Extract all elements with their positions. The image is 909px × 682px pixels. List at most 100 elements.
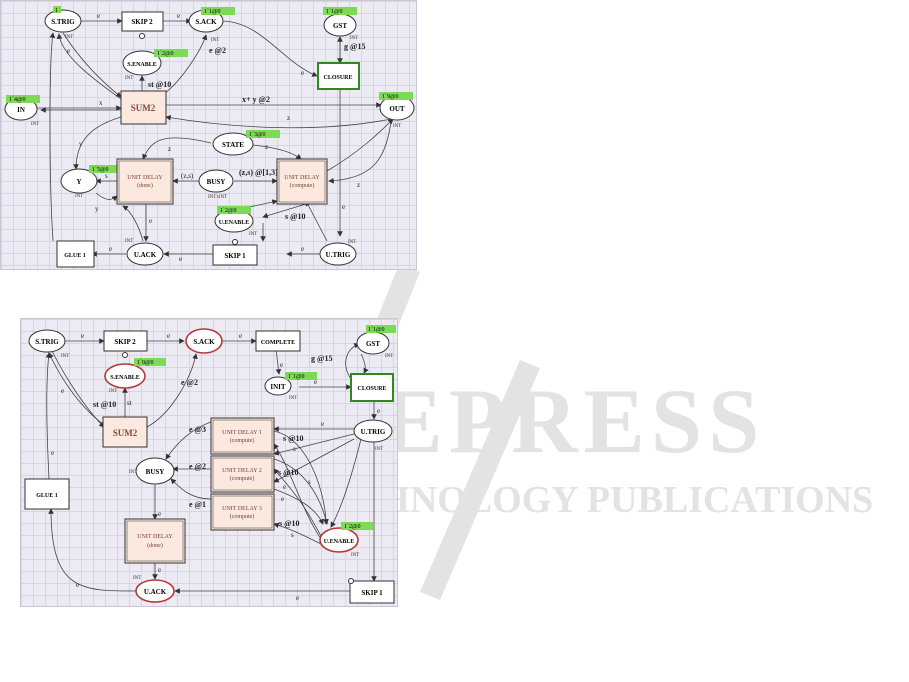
place-strig[interactable]: S.TRIG [44, 9, 82, 33]
place-gst[interactable]: GST [323, 13, 357, 37]
svg-text:S.ENABLE: S.ENABLE [110, 375, 140, 381]
place-uenable[interactable]: U.ENABLE [214, 209, 254, 233]
place-senable[interactable]: S.ENABLE [122, 50, 162, 76]
place-sack[interactable]: S.ACK [185, 328, 223, 354]
subst-transitions: UNIT DELAY (done) UNIT DELAY (compute) [116, 158, 328, 205]
subst-unit-delay-3[interactable]: UNIT DELAY 3 (compute) [210, 493, 275, 531]
svg-text:U.ACK: U.ACK [134, 251, 157, 259]
svg-text:INT: INT [31, 122, 39, 127]
transition-glue1[interactable]: GLUE 1 [24, 478, 70, 510]
marking-init: 1`1@0 [285, 372, 317, 380]
arc-label-e: e [97, 12, 100, 20]
subst-unit-delay-compute[interactable]: UNIT DELAY (compute) [276, 158, 328, 205]
transition-skip2[interactable]: SKIP 2 [103, 330, 148, 352]
svg-text:1`4@0: 1`4@0 [9, 97, 26, 103]
cpn-diagram-top: e e e e e @2 st @10 g @15 x+ y @2 x z v … [0, 0, 417, 270]
svg-text:SUM2: SUM2 [113, 428, 138, 438]
arc-label-s10: s @10 [279, 519, 300, 528]
subst-unit-delay-done[interactable]: UNIT DELAY (done) [124, 518, 186, 564]
svg-text:INT: INT [133, 576, 141, 581]
svg-text:INT: INT [351, 553, 359, 558]
arc-label-e: e [76, 581, 79, 589]
place-uack[interactable]: U.ACK [135, 579, 175, 603]
arc-label-st10: st @10 [148, 80, 171, 89]
svg-text:SKIP 1: SKIP 1 [224, 252, 246, 260]
svg-text:1`2@0: 1`2@0 [220, 208, 237, 214]
place-uack[interactable]: U.ACK [126, 242, 164, 266]
place-busy[interactable]: BUSY [135, 457, 175, 485]
svg-text:UNIT DELAY: UNIT DELAY [137, 534, 173, 540]
svg-text:(compute): (compute) [230, 437, 255, 444]
svg-text:1: 1 [55, 8, 58, 14]
arc-label-v: v [79, 140, 83, 148]
svg-text:SUM2: SUM2 [131, 103, 156, 113]
marking-senable: 1`0@0 [134, 358, 166, 366]
place-state[interactable]: STATE [212, 132, 254, 156]
marking-strig: 1 [53, 6, 61, 14]
arc-label-e: e [67, 47, 70, 55]
subst-transitions: UNIT DELAY 1 (compute) UNIT DELAY 2 (com… [124, 417, 275, 564]
transition-skip1[interactable]: SKIP 1 [212, 244, 258, 266]
transition-skip2[interactable]: SKIP 2 [121, 11, 164, 32]
arc-label-e: e [61, 387, 64, 395]
svg-text:INT: INT [211, 38, 219, 43]
svg-text:U.ENABLE: U.ENABLE [324, 539, 355, 545]
place-uenable[interactable]: U.ENABLE [319, 527, 359, 553]
transition-glue1[interactable]: GLUE 1 [56, 240, 95, 268]
svg-text:1`2@0: 1`2@0 [344, 524, 361, 530]
arc-label-e: e [283, 483, 286, 491]
transitions: SKIP 2 COMPLETE CLOSURE SUM2 GLUE 1 SKIP… [24, 330, 395, 604]
svg-text:SKIP 2: SKIP 2 [114, 338, 136, 346]
arc-label-y: y [95, 205, 99, 213]
arc-label-z: z [168, 145, 171, 153]
transition-closure[interactable]: CLOSURE [350, 373, 394, 402]
svg-text:(compute): (compute) [290, 182, 315, 189]
svg-text:(done): (done) [137, 182, 153, 189]
svg-text:1`1@0: 1`1@0 [204, 9, 221, 15]
svg-text:UNIT DELAY 3: UNIT DELAY 3 [222, 506, 262, 512]
arc-label-e: e [149, 217, 152, 225]
arcs [45, 338, 377, 594]
svg-text:OUT: OUT [389, 105, 405, 113]
token-markings: 1`1@0 1`0@0 1`1@0 1`2@0 [134, 325, 396, 530]
arc-label-s10: s @10 [285, 212, 306, 221]
arc-label-e: e [158, 566, 161, 574]
arc-label-g15: g @15 [311, 354, 332, 363]
place-strig[interactable]: S.TRIG [28, 329, 66, 353]
arc-label-e: e [281, 495, 284, 503]
place-gst[interactable]: GST [356, 331, 390, 355]
place-init[interactable]: INIT [264, 376, 292, 396]
place-senable[interactable]: S.ENABLE [104, 363, 146, 389]
place-busy[interactable]: BUSY [198, 169, 234, 193]
svg-text:U.ACK: U.ACK [144, 588, 167, 596]
transition-complete[interactable]: COMPLETE [255, 330, 301, 352]
arc-label-e: e [301, 69, 304, 77]
inhibitor-circle [348, 578, 354, 584]
svg-text:INT: INT [125, 239, 133, 244]
place-y[interactable]: Y [60, 168, 98, 194]
svg-text:1`1@0: 1`1@0 [368, 327, 385, 333]
transition-skip1[interactable]: SKIP 1 [349, 580, 395, 604]
arc-label-s: s [308, 478, 311, 486]
svg-text:INT: INT [385, 354, 393, 359]
arc-label-g15: g @15 [344, 42, 365, 51]
cpn-diagram-bottom: e e e e e g @15 e e st st @10 e @2 e @3 … [20, 318, 398, 607]
place-utrig[interactable]: U.TRIG [319, 242, 357, 266]
subst-unit-delay-done[interactable]: UNIT DELAY (done) [116, 158, 174, 205]
arc-label-e: e [167, 332, 170, 340]
inhibitor-circle [122, 352, 128, 358]
svg-text:INT: INT [249, 232, 257, 237]
transition-closure[interactable]: CLOSURE [317, 62, 360, 90]
arc-label-s10: s @10 [278, 468, 299, 477]
subst-unit-delay-2[interactable]: UNIT DELAY 2 (compute) [210, 455, 275, 493]
place-utrig[interactable]: U.TRIG [353, 419, 393, 443]
svg-text:1`1@0: 1`1@0 [288, 374, 305, 380]
subst-unit-delay-1[interactable]: UNIT DELAY 1 (compute) [210, 417, 275, 455]
arc-label-s: s [291, 531, 294, 539]
svg-text:(compute): (compute) [230, 513, 255, 520]
arc-label-e: e [377, 407, 380, 415]
svg-text:U.TRIG: U.TRIG [361, 428, 386, 436]
transition-sum2[interactable]: SUM2 [120, 90, 167, 125]
transition-sum2[interactable]: SUM2 [102, 416, 148, 448]
svg-text:UNIT DELAY 2: UNIT DELAY 2 [222, 468, 262, 474]
